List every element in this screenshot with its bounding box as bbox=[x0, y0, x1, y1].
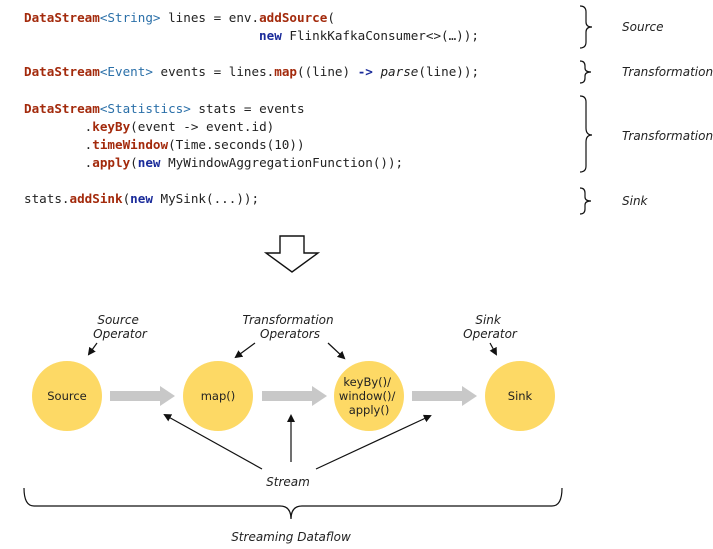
transformation-operators-label: Transformation Operators bbox=[243, 313, 338, 341]
source-operator-label: Source Operator bbox=[93, 313, 148, 341]
sink-operator-label: Sink Operator bbox=[463, 313, 518, 341]
stream-label: Stream bbox=[266, 475, 310, 489]
brace-source bbox=[579, 5, 593, 49]
code-line-1: DataStream<String> lines = env.addSource… bbox=[24, 10, 335, 25]
arrow-sink-label bbox=[489, 342, 497, 356]
code-line-3: DataStream<Event> events = lines.map((li… bbox=[24, 64, 480, 79]
svg-text:keyBy()/ window()/: keyBy()/ window()/ apply() bbox=[339, 375, 399, 417]
brace-transformation-1 bbox=[579, 60, 592, 84]
streaming-dataflow-label: Streaming Dataflow bbox=[231, 530, 351, 544]
node-keyby-window-apply: keyBy()/ window()/ apply() bbox=[334, 361, 404, 431]
tag-source: Source bbox=[622, 20, 664, 34]
node-sink: Sink bbox=[485, 361, 555, 431]
code-line-4: DataStream<Statistics> stats = events bbox=[24, 101, 305, 116]
node-map: map() bbox=[183, 361, 253, 431]
code-line-6: .timeWindow(Time.seconds(10)) bbox=[24, 137, 305, 152]
code-line-2: new FlinkKafkaConsumer<>(…)); bbox=[259, 28, 479, 43]
arrow-transformation-label-left bbox=[234, 342, 256, 359]
svg-text:Sink: Sink bbox=[508, 389, 533, 403]
arrow-transformation-label-right bbox=[327, 342, 346, 360]
tag-transformation-1: Transformation bbox=[622, 65, 713, 79]
tag-sink: Sink bbox=[622, 194, 648, 208]
code-line-8: stats.addSink(new MySink(...)); bbox=[24, 191, 260, 206]
tag-transformation-2: Transformation bbox=[622, 129, 713, 143]
stream-arrow-1 bbox=[110, 386, 175, 406]
code-line-5: .keyBy(event -> event.id) bbox=[24, 119, 275, 134]
code-line-7: .apply(new MyWindowAggregationFunction()… bbox=[24, 155, 404, 170]
stream-pointer-left bbox=[163, 414, 263, 470]
stream-arrow-2 bbox=[262, 386, 327, 406]
streaming-dataflow-brace bbox=[23, 487, 563, 520]
stream-arrow-3 bbox=[412, 386, 477, 406]
down-arrow-icon bbox=[263, 235, 321, 273]
arrow-source-label bbox=[87, 342, 98, 356]
brace-transformation-2 bbox=[579, 95, 593, 173]
svg-text:map(): map() bbox=[201, 389, 236, 403]
stream-pointer-right bbox=[315, 414, 432, 470]
brace-sink bbox=[579, 187, 592, 215]
node-source: Source bbox=[32, 361, 102, 431]
svg-text:Source: Source bbox=[47, 389, 87, 403]
